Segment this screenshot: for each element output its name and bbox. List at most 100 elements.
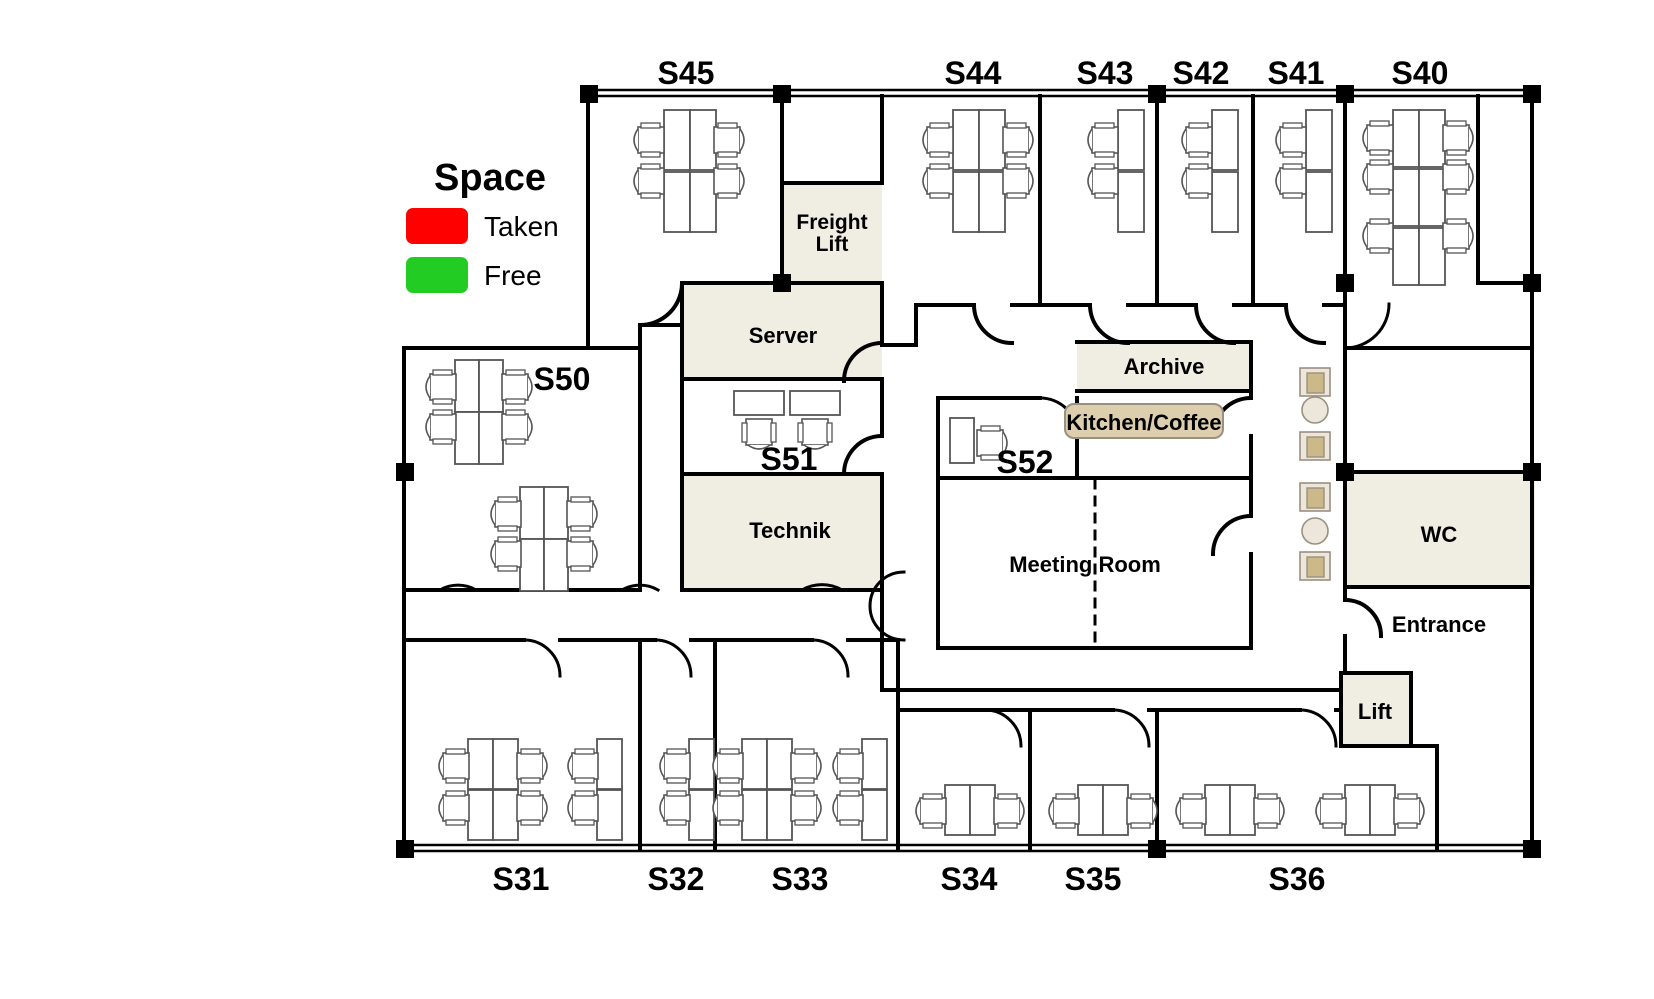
stool-symbol bbox=[1301, 517, 1329, 545]
door-s51-right bbox=[841, 433, 885, 477]
room-label-wc: WC bbox=[1421, 522, 1458, 547]
room-label-server: Server bbox=[749, 323, 818, 348]
legend: Space Taken Free bbox=[406, 157, 559, 293]
door-arc-s50-bottom2 bbox=[619, 583, 661, 593]
door-arc-s35 bbox=[1111, 708, 1151, 748]
corridor-symbols bbox=[1299, 367, 1331, 581]
desk-group-s50-upper bbox=[425, 359, 533, 465]
door-arc-s34 bbox=[983, 708, 1023, 748]
column bbox=[1523, 85, 1541, 103]
door-arc-technik bbox=[799, 583, 845, 593]
desk-group-s52 bbox=[949, 417, 1008, 464]
room-labels: S45 S44 S43 S42 S41 S40 S31 S32 S33 S34 … bbox=[493, 55, 1487, 897]
locker-symbol bbox=[1299, 482, 1331, 512]
legend-title: Space bbox=[434, 157, 546, 199]
walls bbox=[402, 88, 1537, 853]
door-arc-s36 bbox=[1298, 708, 1338, 748]
room-label-s43: S43 bbox=[1077, 55, 1134, 91]
desk-group-s41 bbox=[1275, 109, 1333, 233]
column bbox=[1148, 840, 1166, 858]
desk-group-s40 bbox=[1362, 109, 1474, 286]
door-s52-left-swing bbox=[868, 570, 906, 642]
locker-symbol bbox=[1299, 431, 1331, 461]
lift-fill bbox=[1341, 673, 1411, 746]
legend-swatch-taken bbox=[406, 208, 468, 244]
kitchen-coffee-pill bbox=[1064, 403, 1224, 439]
desk-group-s51 bbox=[733, 390, 841, 450]
exterior-wall-top bbox=[586, 88, 1534, 98]
column bbox=[1336, 463, 1354, 481]
exterior-wall-bottom bbox=[402, 843, 1537, 853]
wall-s33-right bbox=[896, 638, 1032, 712]
door-server-right bbox=[841, 340, 885, 384]
room-label-s51: S51 bbox=[761, 441, 818, 477]
room-label-s45: S45 bbox=[658, 55, 715, 91]
room-label-s40: S40 bbox=[1392, 55, 1449, 91]
wall-lower-offices-top bbox=[402, 588, 526, 642]
room-label-meeting-room: Meeting Room bbox=[1009, 552, 1161, 577]
desk-group-s36 bbox=[1175, 784, 1425, 836]
desk-group-s31 bbox=[438, 738, 623, 841]
door-arc-s33 bbox=[810, 638, 850, 678]
room-label-freight-lift-line1: Freight bbox=[796, 211, 867, 234]
column bbox=[1523, 463, 1541, 481]
room-label-s32: S32 bbox=[648, 861, 705, 897]
column bbox=[773, 274, 791, 292]
room-label-s35: S35 bbox=[1065, 861, 1122, 897]
desk-group-s35 bbox=[1048, 784, 1158, 836]
desk-group-s32 bbox=[659, 738, 715, 841]
room-label-s31: S31 bbox=[493, 861, 550, 897]
desk-group-s42 bbox=[1181, 109, 1239, 233]
desk-group-s45 bbox=[633, 109, 745, 233]
room-label-s34: S34 bbox=[941, 861, 998, 897]
archive-fill bbox=[1077, 342, 1249, 391]
column bbox=[396, 463, 414, 481]
column bbox=[1523, 840, 1541, 858]
desk-group-s44 bbox=[922, 109, 1034, 233]
wall-middle-corridor bbox=[880, 588, 1343, 692]
desk-group-s34 bbox=[915, 784, 1025, 836]
room-label-archive: Archive bbox=[1124, 354, 1205, 379]
column bbox=[396, 840, 414, 858]
technik-fill bbox=[682, 474, 882, 590]
desk-group-s50-lower bbox=[490, 486, 598, 592]
room-label-freight-lift-line2: Lift bbox=[816, 233, 849, 256]
furniture bbox=[425, 109, 1474, 841]
room-label-s36: S36 bbox=[1269, 861, 1326, 897]
room-label-lift: Lift bbox=[1358, 699, 1393, 724]
legend-label-taken: Taken bbox=[484, 211, 559, 242]
column bbox=[773, 85, 791, 103]
column bbox=[1523, 274, 1541, 292]
structural-columns bbox=[396, 85, 1541, 858]
column bbox=[580, 85, 598, 103]
room-label-s50: S50 bbox=[534, 361, 591, 397]
room-label-s44: S44 bbox=[945, 55, 1002, 91]
door-arc-meeting bbox=[1210, 513, 1254, 557]
door-arc-s32 bbox=[653, 638, 693, 678]
door-arc-s31 bbox=[522, 638, 562, 678]
desk-group-s33 bbox=[712, 738, 888, 841]
room-label-technik: Technik bbox=[749, 518, 831, 543]
room-label-entrance: Entrance bbox=[1392, 612, 1486, 637]
stool-symbol bbox=[1301, 396, 1329, 424]
column bbox=[1336, 85, 1354, 103]
door-arc-entrance bbox=[1342, 597, 1384, 639]
room-label-s33: S33 bbox=[772, 861, 829, 897]
locker-symbol bbox=[1299, 367, 1331, 397]
legend-swatch-free bbox=[406, 257, 468, 293]
door-arc-s50-bottom bbox=[437, 583, 479, 593]
locker-symbol bbox=[1299, 551, 1331, 581]
wc-fill bbox=[1345, 472, 1535, 587]
room-label-s42: S42 bbox=[1173, 55, 1230, 91]
freight-lift-fill bbox=[782, 183, 882, 282]
desk-group-s43 bbox=[1087, 109, 1145, 233]
room-label-kitchen-coffee: Kitchen/Coffee bbox=[1066, 410, 1221, 435]
service-room-fills bbox=[682, 183, 1535, 746]
column bbox=[1336, 274, 1354, 292]
door-arc-s50 bbox=[637, 280, 685, 328]
room-label-s52: S52 bbox=[997, 444, 1054, 480]
room-label-s41: S41 bbox=[1268, 55, 1325, 91]
column bbox=[1148, 85, 1166, 103]
